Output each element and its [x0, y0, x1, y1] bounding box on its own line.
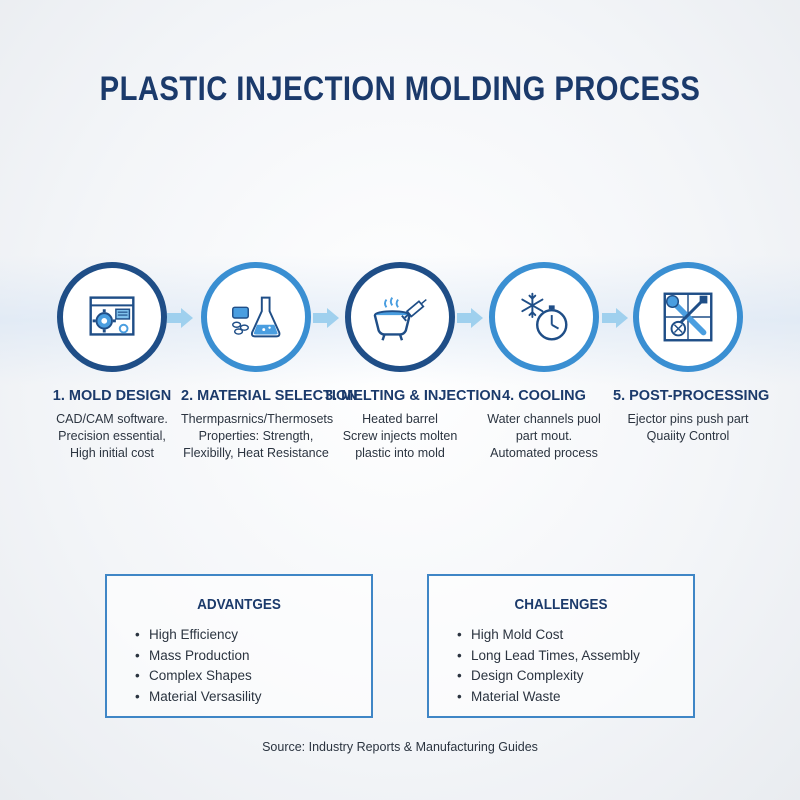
step-description: CAD/CAM software. Precision essential, H…	[56, 412, 168, 460]
step-title: 2. MATERIAL SELECTION	[181, 388, 358, 404]
step-cooling: 4. COOLING Water channels puol part mout…	[469, 262, 619, 462]
step-title: 3. MELTING & INJECTION	[325, 388, 502, 404]
step-title: 4. COOLING	[502, 388, 586, 404]
list-item: Material Waste	[457, 687, 693, 708]
step-melting-injection: 3. MELTING & INJECTION Heated barrel Scr…	[325, 262, 502, 462]
pellets-flask-icon	[232, 296, 281, 338]
step-description: Ejector pins push part Quaiity Control	[627, 412, 749, 443]
step-mold-design: 1. MOLD DESIGN CAD/CAM software. Precisi…	[37, 262, 187, 462]
list-item: Complex Shapes	[135, 666, 371, 687]
list-item: High Mold Cost	[457, 625, 693, 646]
step-4-circle	[489, 262, 599, 372]
snowflake-stopwatch-icon	[521, 292, 568, 341]
cad-blueprint-gear-icon	[89, 296, 135, 336]
advantages-title: ADVANTGES	[197, 596, 281, 613]
wrench-screwdriver-icon	[663, 292, 713, 342]
step-3-circle	[345, 262, 455, 372]
page-title: PLASTIC INJECTION MOLDING PROCESS	[99, 70, 701, 108]
step-material-selection: 2. MATERIAL SELECTION Thermpasrnics/Ther…	[181, 262, 358, 462]
list-item: Material Versasility	[135, 687, 371, 708]
step-title: 5. POST-PROCESSING	[613, 388, 770, 404]
list-item: Long Lead Times, Assembly	[457, 646, 693, 667]
step-title: 1. MOLD DESIGN	[52, 388, 172, 404]
advantages-list: High Efficiency Mass Production Complex …	[135, 625, 371, 707]
step-description: Thermpasrnics/Thermosets Properties: Str…	[181, 412, 334, 460]
advantages-box: ADVANTGES High Efficiency Mass Productio…	[105, 574, 373, 718]
source-note: Source: Industry Reports & Manufacturing…	[262, 740, 538, 754]
challenges-box: CHALLENGES High Mold Cost Long Lead Time…	[427, 574, 695, 718]
list-item: Mass Production	[135, 646, 371, 667]
list-item: Design Complexity	[457, 666, 693, 687]
list-item: High Efficiency	[135, 625, 371, 646]
step-2-circle	[201, 262, 311, 372]
challenges-list: High Mold Cost Long Lead Times, Assembly…	[457, 625, 693, 707]
step-5-circle	[633, 262, 743, 372]
step-post-processing: 5. POST-PROCESSING Ejector pins push par…	[613, 262, 770, 445]
step-description: Water channels puol part mout. Automated…	[487, 412, 601, 460]
challenges-title: CHALLENGES	[514, 596, 608, 613]
heated-pot-syringe-icon	[373, 297, 427, 341]
step-1-circle	[57, 262, 167, 372]
step-description: Heated barrel Screw injects molten plast…	[342, 412, 458, 460]
